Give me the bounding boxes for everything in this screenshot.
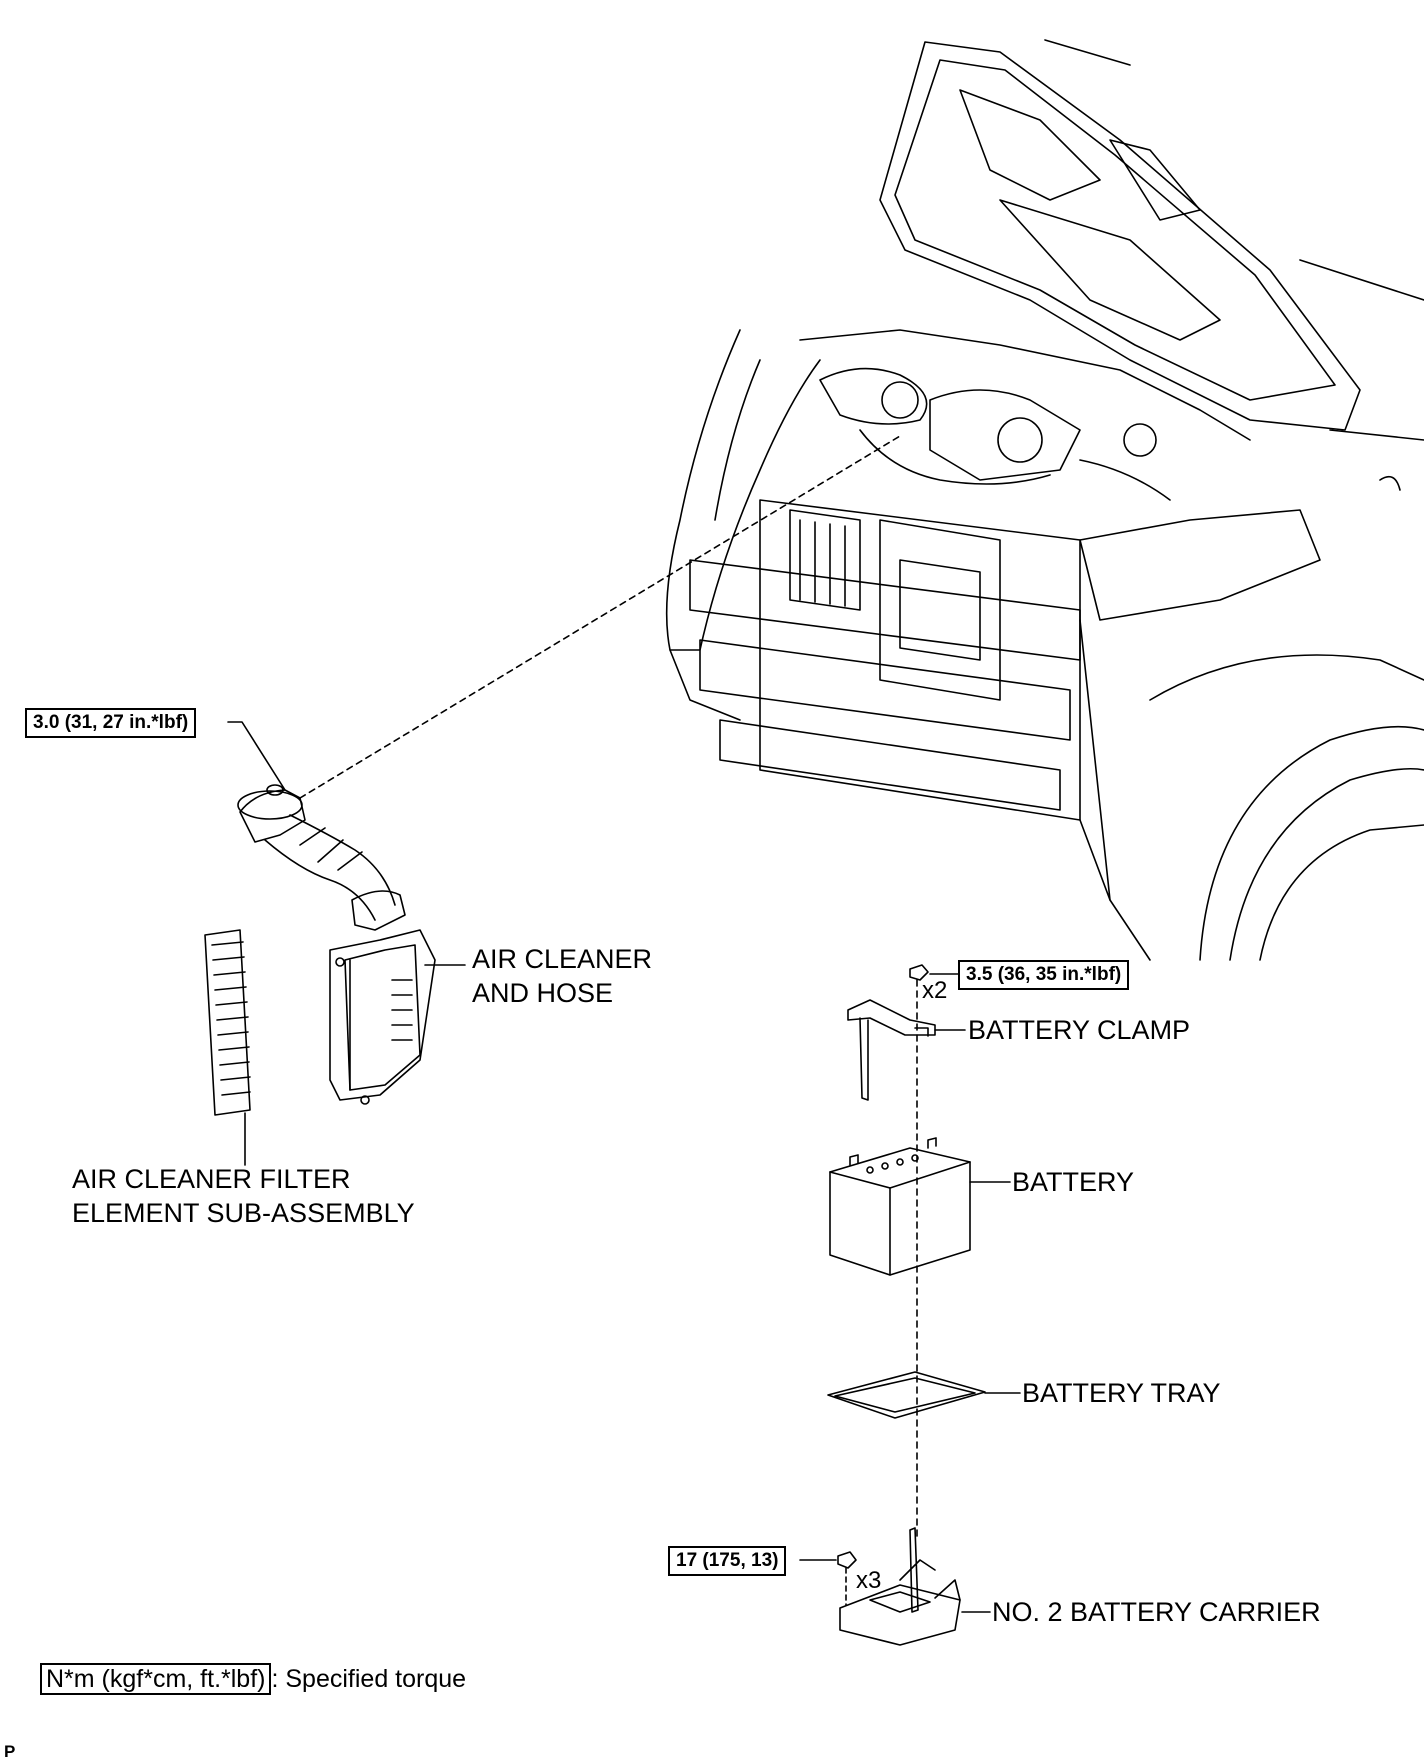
battery-illustration bbox=[829, 1137, 971, 1276]
vehicle-front-illustration bbox=[665, 39, 1424, 961]
label-air-cleaner-and-hose-line1: AIR CLEANER bbox=[472, 944, 653, 974]
label-no2-battery-carrier: NO. 2 BATTERY CARRIER bbox=[992, 1597, 1321, 1627]
air-cleaner-and-hose-illustration bbox=[237, 784, 436, 1105]
air-cleaner-filter-illustration bbox=[204, 929, 251, 1116]
corner-code: P bbox=[4, 1742, 16, 1761]
battery-tray-illustration bbox=[827, 1371, 986, 1419]
label-battery: BATTERY bbox=[1012, 1167, 1135, 1197]
label-battery-clamp: BATTERY CLAMP bbox=[968, 1015, 1191, 1045]
label-air-cleaner-filter-line1: AIR CLEANER FILTER bbox=[72, 1164, 351, 1194]
carrier-bolt-illustration bbox=[837, 1551, 857, 1606]
torque-spec-battery-clamp: 3.5 (36, 35 in.*lbf) bbox=[958, 960, 1130, 990]
clamp-nut-illustration bbox=[909, 964, 959, 981]
torque-spec-air-hose: 3.0 (31, 27 in.*lbf) bbox=[25, 708, 197, 738]
quantity-carrier-bolt: x3 bbox=[856, 1567, 882, 1594]
label-air-cleaner-filter-line2: ELEMENT SUB-ASSEMBLY bbox=[72, 1198, 415, 1228]
label-air-cleaner-and-hose-line2: AND HOSE bbox=[472, 978, 614, 1008]
battery-clamp-illustration bbox=[847, 999, 936, 1101]
battery-carrier-illustration bbox=[839, 1527, 961, 1646]
label-battery-tray: BATTERY TRAY bbox=[1022, 1378, 1221, 1408]
torque-legend: N*m (kgf*cm, ft.*lbf): Specified torque bbox=[40, 1662, 466, 1696]
quantity-clamp-nut: x2 bbox=[922, 977, 948, 1004]
torque-spec-carrier-bolt: 17 (175, 13) bbox=[668, 1546, 787, 1576]
legend-text: : Specified torque bbox=[271, 1665, 467, 1693]
label-air-cleaner-and-hose: AIR CLEANER AND HOSE bbox=[472, 942, 652, 1010]
label-air-cleaner-filter: AIR CLEANER FILTER ELEMENT SUB-ASSEMBLY bbox=[72, 1162, 415, 1230]
legend-unit-box: N*m (kgf*cm, ft.*lbf) bbox=[40, 1663, 272, 1695]
